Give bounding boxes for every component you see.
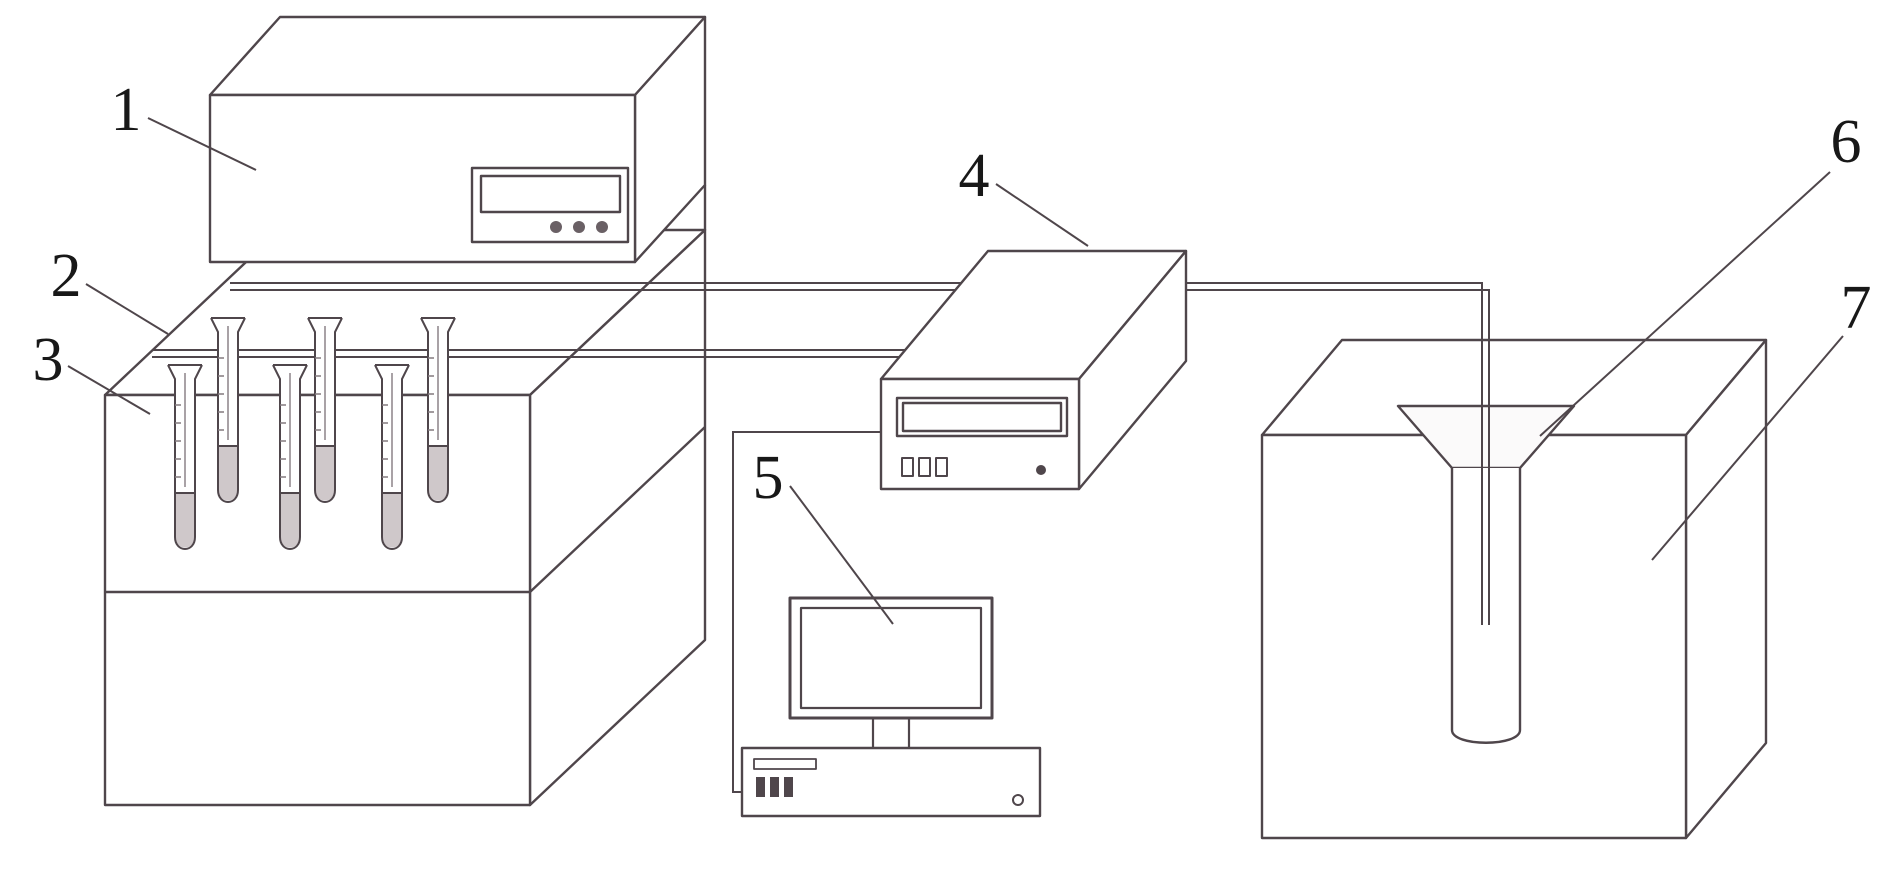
logger-button-2	[918, 457, 931, 477]
monitor-stand	[871, 718, 911, 748]
label-6: 6	[1831, 108, 1862, 176]
leader-line-5	[789, 485, 894, 625]
leader-line-6	[1539, 171, 1831, 437]
instrument-top-face	[208, 15, 707, 97]
labels	[67, 117, 1844, 625]
label-numbers: 1 2 3 4 5 6 7	[33, 76, 1872, 512]
display-button-2	[573, 221, 585, 233]
display-screen	[479, 174, 622, 214]
instrument-box	[208, 15, 707, 264]
leader-line-1	[147, 117, 257, 171]
label-4: 4	[959, 142, 990, 210]
logger-display-screen	[901, 401, 1063, 433]
sensor-cable-upper-2	[230, 289, 1490, 625]
computer	[740, 596, 1042, 818]
label-1: 1	[111, 76, 142, 144]
leader-line-7	[1651, 335, 1844, 561]
logger-indicator-dot	[1036, 465, 1046, 475]
sensor-cable-upper-1	[230, 282, 1483, 625]
cables	[230, 282, 1490, 793]
computer-cable	[732, 431, 881, 793]
leader-line-4	[995, 183, 1089, 247]
bath-divider-line	[105, 426, 706, 594]
drive-slot	[753, 758, 817, 770]
water-bath-box	[103, 228, 707, 807]
cylindrical-vessel	[1450, 468, 1522, 744]
sample-cube	[1260, 338, 1768, 840]
logger-button-3	[935, 457, 948, 477]
drive-button-3	[784, 777, 793, 797]
leader-line-3	[67, 365, 151, 415]
power-led	[1012, 794, 1024, 806]
label-2: 2	[51, 242, 82, 310]
label-5: 5	[753, 444, 784, 512]
data-logger	[879, 249, 1188, 491]
display-button-1	[550, 221, 562, 233]
label-7: 7	[1841, 274, 1872, 342]
drive-button-2	[770, 777, 779, 797]
instrument-display	[470, 166, 630, 244]
display-button-3	[596, 221, 608, 233]
monitor-screen	[799, 606, 983, 710]
leader-line-2	[85, 283, 169, 335]
logger-button-1	[901, 457, 914, 477]
drive-button-1	[756, 777, 765, 797]
label-3: 3	[33, 326, 64, 394]
